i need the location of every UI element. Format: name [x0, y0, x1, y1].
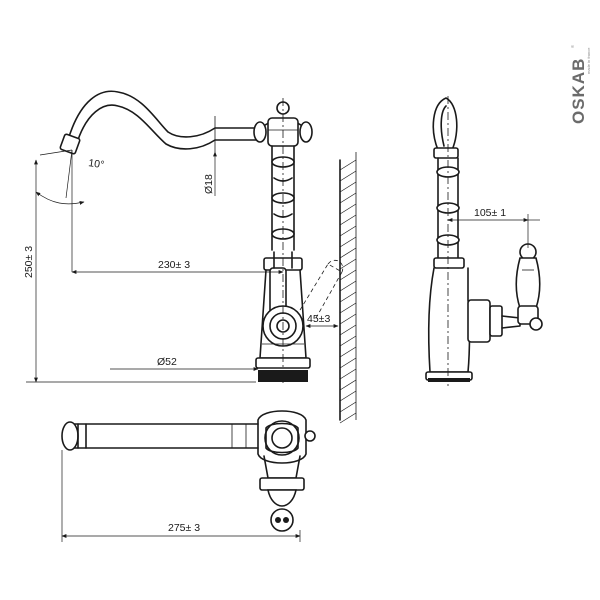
wall-hatch-line [339, 324, 357, 336]
side-spout [432, 97, 459, 159]
side-handle [501, 243, 543, 331]
wall-hatch-line [339, 346, 357, 358]
reach-label: 230± 3 [158, 259, 190, 271]
top-head [257, 410, 316, 464]
side-offset-label: 105± 1 [474, 207, 506, 219]
top-handle [259, 455, 305, 532]
wall-hatch-line [339, 192, 357, 204]
top-view: 275± 3 [61, 410, 316, 542]
top-length-label: 275± 3 [168, 522, 200, 534]
angle-label: 10° [88, 157, 105, 171]
dimension-handle-angle: 45±3 [305, 313, 339, 328]
wall-hatch-line [339, 313, 357, 325]
wall [339, 152, 357, 424]
dimension-height: 250± 3 [23, 159, 256, 383]
brand-logo: OSKAB ® made in france [569, 45, 591, 124]
wall-hatch-line [339, 401, 357, 413]
tube-diameter-label: Ø18 [203, 174, 215, 194]
wall-hatch-line [339, 412, 357, 424]
wall-hatch-line [339, 368, 357, 380]
dimension-top-length: 275± 3 [61, 450, 301, 542]
dimension-angle: 10° [35, 149, 105, 272]
cross-handle-top [253, 101, 313, 147]
wall-hatch-line [339, 170, 357, 182]
wall-hatch-line [339, 258, 357, 270]
wall-hatch-line [339, 379, 357, 391]
dimension-tube-diameter: Ø18 [203, 151, 217, 196]
wall-hatch-line [339, 181, 357, 193]
wall-hatch-line [339, 236, 357, 248]
spout [59, 90, 263, 155]
handle-rotation-ghost [299, 259, 344, 319]
dimension-base-diameter: Ø52 [110, 356, 259, 371]
wall-hatch-line [339, 247, 357, 259]
side-view: 105± 1 [425, 96, 543, 386]
wall-hatch-line [339, 225, 357, 237]
handle-angle-label: 45±3 [307, 313, 330, 325]
top-spout [61, 421, 259, 451]
wall-hatch-line [339, 214, 357, 226]
dimension-reach: 230± 3 [71, 259, 284, 274]
wall-hatch-line [339, 159, 357, 171]
wall-hatch-line [339, 269, 357, 281]
brand-name: OSKAB [569, 58, 588, 124]
wall-hatch-line [339, 357, 357, 369]
side-column [433, 157, 465, 269]
brand-mark: ® [570, 45, 575, 48]
dimension-side-offset: 105± 1 [447, 207, 540, 248]
body-column [271, 145, 295, 251]
front-view: 10° Ø18 250± 3 230± 3 45±3 Ø52 [23, 90, 357, 424]
wall-hatch-line [339, 335, 357, 347]
wall-hatch-line [339, 390, 357, 402]
side-body [425, 267, 503, 382]
brand-tagline: made in france [586, 47, 591, 74]
wall-hatch-line [339, 302, 357, 314]
wall-hatch-line [339, 203, 357, 215]
wall-hatch-line [339, 280, 357, 292]
height-label: 250± 3 [23, 246, 35, 278]
wall-hatch-line [339, 291, 357, 303]
base-diameter-label: Ø52 [157, 356, 177, 368]
